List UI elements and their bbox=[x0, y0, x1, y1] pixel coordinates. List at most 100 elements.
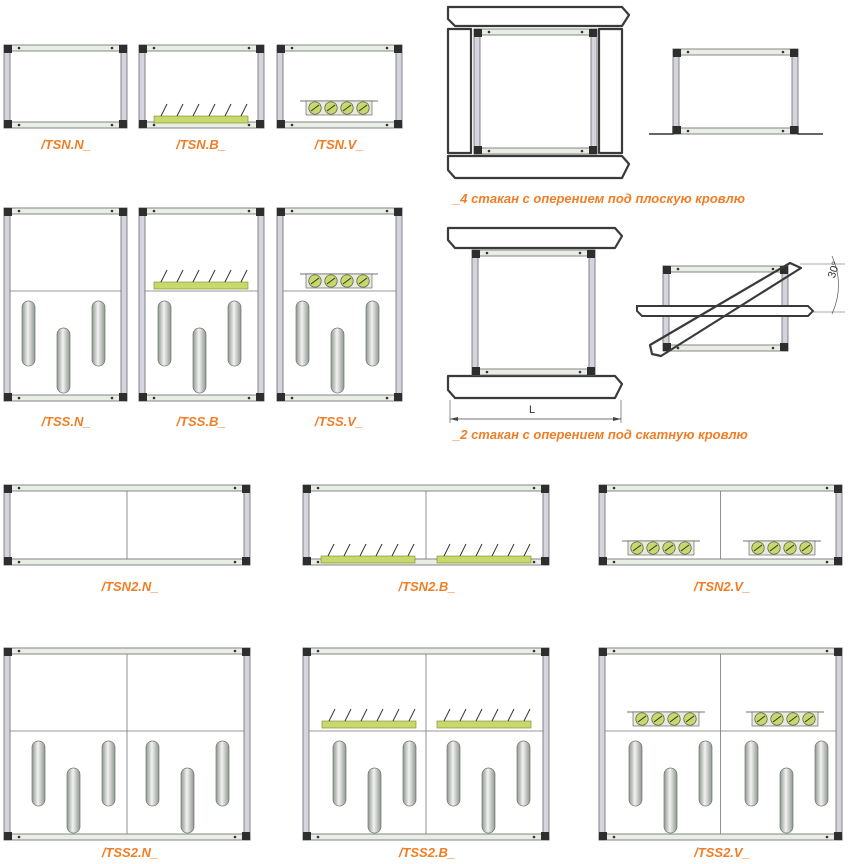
rivet bbox=[290, 209, 294, 213]
rivet bbox=[487, 30, 491, 34]
top-rail bbox=[276, 207, 403, 215]
heater-tube bbox=[516, 740, 531, 807]
heater-fin bbox=[359, 543, 367, 557]
rivet bbox=[17, 396, 21, 400]
vent-housing bbox=[748, 540, 816, 556]
vent-blade bbox=[756, 715, 766, 723]
corner-block bbox=[119, 120, 127, 128]
bottom-rail bbox=[3, 121, 128, 129]
unit-tss2-n bbox=[3, 647, 251, 841]
right-post bbox=[243, 647, 251, 841]
corner-block bbox=[303, 485, 311, 493]
rivet bbox=[532, 486, 536, 490]
unit-tsn-v bbox=[276, 44, 403, 129]
right-post bbox=[542, 647, 550, 841]
corner-block bbox=[277, 208, 285, 216]
corner-block bbox=[673, 126, 681, 134]
vent-blade bbox=[342, 104, 352, 112]
dimension-length-label: L bbox=[529, 404, 536, 416]
flange-left bbox=[446, 27, 473, 155]
corner-block bbox=[790, 126, 798, 134]
top-rail bbox=[471, 249, 596, 257]
heater-fin bbox=[343, 543, 351, 557]
left-post bbox=[138, 44, 146, 129]
heater-fin bbox=[408, 708, 416, 722]
unit-tsn2-v bbox=[598, 484, 843, 566]
heater-fin bbox=[160, 103, 168, 117]
corner-block bbox=[277, 45, 285, 53]
rivet bbox=[152, 396, 156, 400]
vent-blade bbox=[785, 544, 795, 552]
rivet bbox=[17, 486, 21, 490]
heater-element bbox=[321, 720, 417, 729]
corner-block bbox=[119, 45, 127, 53]
rivet bbox=[612, 560, 616, 564]
heater-tube bbox=[365, 300, 380, 367]
right-post bbox=[542, 484, 550, 566]
heater-fin bbox=[491, 708, 499, 722]
flange-bottom bbox=[446, 154, 631, 180]
heater-fin bbox=[224, 269, 232, 283]
rivet bbox=[385, 209, 389, 213]
rivet bbox=[17, 123, 21, 127]
corner-block bbox=[541, 557, 549, 565]
heater-fin bbox=[328, 708, 336, 722]
bottom-rail bbox=[662, 344, 789, 352]
vent-housing bbox=[305, 273, 373, 289]
heater-tube bbox=[814, 740, 829, 807]
vent-blade bbox=[326, 277, 336, 285]
heater-tube bbox=[446, 740, 461, 807]
rivet bbox=[233, 560, 237, 564]
top-rail bbox=[3, 647, 251, 655]
horizontal-flange bbox=[636, 305, 815, 317]
heater-fin bbox=[523, 708, 531, 722]
unit-tss2-b bbox=[302, 647, 550, 841]
rivet bbox=[578, 251, 582, 255]
corner-block bbox=[834, 648, 842, 656]
right-post bbox=[395, 207, 403, 402]
rivet bbox=[612, 486, 616, 490]
heater-fin bbox=[507, 708, 515, 722]
heater-element bbox=[153, 115, 249, 124]
unit-tsn-n bbox=[3, 44, 128, 129]
right-post bbox=[120, 207, 128, 402]
top-rail bbox=[138, 207, 265, 215]
rivet bbox=[110, 46, 114, 50]
heater-tube bbox=[101, 740, 116, 807]
right-post bbox=[257, 44, 265, 129]
corner-block bbox=[474, 29, 482, 37]
label-tss2-b: /TSS2.B_ bbox=[398, 845, 456, 860]
corner-block bbox=[780, 343, 788, 351]
left-post bbox=[3, 207, 11, 402]
right-post bbox=[590, 28, 598, 155]
corner-block bbox=[4, 393, 12, 401]
heater-element bbox=[153, 281, 249, 290]
heater-fin bbox=[160, 269, 168, 283]
rivet bbox=[580, 30, 584, 34]
corner-block bbox=[242, 557, 250, 565]
rivet bbox=[485, 251, 489, 255]
corner-block bbox=[587, 367, 595, 375]
rivet bbox=[532, 835, 536, 839]
left-post bbox=[598, 647, 606, 841]
rivet bbox=[247, 396, 251, 400]
rivet bbox=[771, 267, 775, 271]
corner-block bbox=[242, 832, 250, 840]
unit-tsn-b bbox=[138, 44, 265, 129]
corner-block bbox=[589, 29, 597, 37]
heater-fin bbox=[192, 103, 200, 117]
rivet bbox=[781, 129, 785, 133]
rivet bbox=[316, 835, 320, 839]
rivet bbox=[233, 486, 237, 490]
corner-block bbox=[256, 120, 264, 128]
corner-block bbox=[599, 832, 607, 840]
heater-tube bbox=[91, 300, 106, 367]
heater-fin bbox=[491, 543, 499, 557]
rivet bbox=[247, 123, 251, 127]
flange-foot-left bbox=[649, 126, 674, 135]
flange-top bbox=[446, 5, 631, 28]
corner-block bbox=[139, 120, 147, 128]
corner-block bbox=[394, 120, 402, 128]
corner-block bbox=[394, 393, 402, 401]
dimension-arrow-left bbox=[450, 417, 458, 421]
